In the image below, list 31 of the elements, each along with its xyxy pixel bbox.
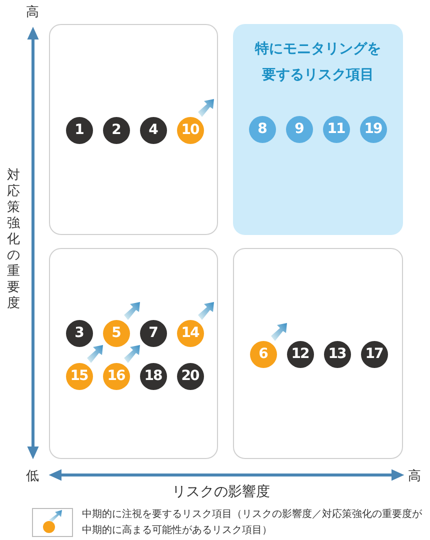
risk-number-circle: 18 [140, 362, 166, 390]
risk-number-circle: 16 [102, 362, 130, 390]
risk-number-circle: 19 [360, 116, 386, 142]
axis-end-label: 高 [408, 468, 421, 485]
risk-number-circle: 15 [66, 362, 92, 390]
risk-number-circle: 14 [176, 320, 204, 346]
risk-number-circle: 8 [248, 116, 276, 142]
risk-number-circle: 1 [66, 116, 92, 144]
quadrant-box [49, 248, 218, 459]
risk-number-circle: 4 [140, 116, 166, 144]
risk-number-circle: 10 [176, 116, 204, 144]
highlight-panel [233, 24, 403, 235]
risk-number-circle: 13 [324, 340, 350, 368]
risk-number-circle: 17 [360, 340, 388, 368]
risk-number-circle: 6 [250, 340, 276, 368]
quadrant-box [233, 248, 403, 459]
risk-number-circle: 12 [286, 340, 314, 368]
risk-number-circle: 7 [140, 320, 166, 346]
axis-end-label: 高 [26, 4, 39, 21]
quadrant-box [49, 24, 218, 235]
risk-number-circle: 5 [102, 320, 130, 346]
axis-end-label: 低 [26, 468, 39, 485]
risk-number-circle: 2 [102, 116, 130, 144]
risk-number-circle: 9 [286, 116, 312, 142]
risk-number-circle: 11 [322, 116, 350, 142]
axis-title: 対応策強化の重要度 [7, 168, 21, 312]
risk-number-circle: 3 [66, 320, 92, 346]
legend-text: 中期的に注視を要するリスク項目（リスクの影響度／対応策強化の重要度が中期的に高まる可能性があるリスク項目） [82, 508, 422, 538]
risk-number-circle: 20 [176, 362, 204, 390]
axis-title: リスクの影響度 [172, 483, 270, 501]
quadrant-heading: 特にモニタリングを要するリスク項目 [254, 40, 382, 85]
